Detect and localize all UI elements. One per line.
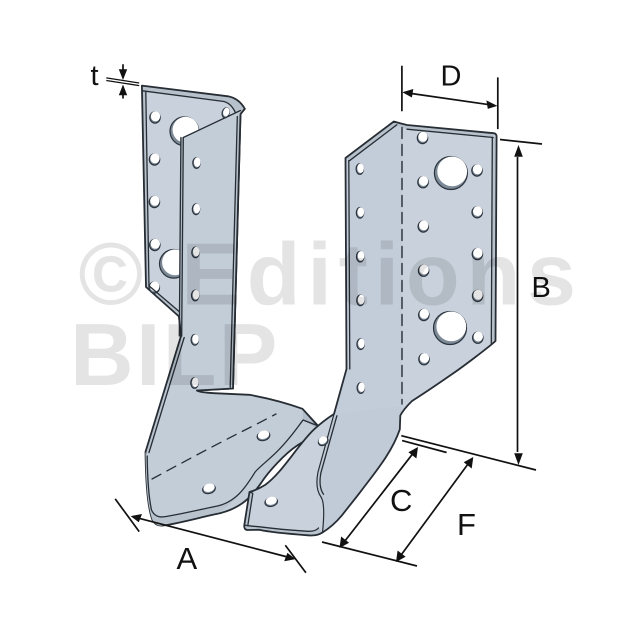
- svg-text:C: C: [390, 483, 412, 518]
- svg-text:BILP: BILP: [70, 305, 280, 404]
- svg-text:t: t: [91, 60, 99, 92]
- svg-text:A: A: [177, 541, 198, 576]
- svg-text:© Editions: © Editions: [78, 224, 582, 323]
- svg-text:D: D: [441, 61, 462, 93]
- svg-text:B: B: [532, 272, 551, 304]
- svg-text:F: F: [457, 507, 476, 542]
